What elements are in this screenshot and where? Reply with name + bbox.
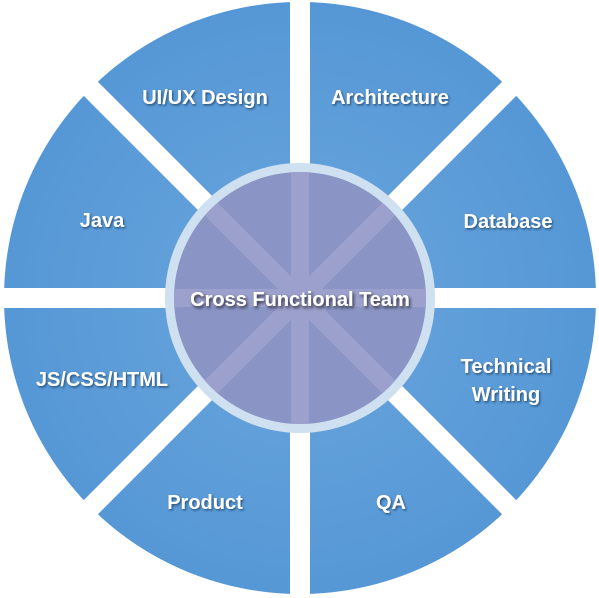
- center-hub: [165, 163, 435, 433]
- label-ui-ux-design: UI/UX Design: [142, 87, 268, 109]
- center-title: Cross Functional Team: [190, 289, 410, 311]
- label-database: Database: [464, 211, 553, 233]
- label-java: Java: [80, 210, 125, 232]
- label-architecture: Architecture: [331, 87, 449, 109]
- label-technical-writing-line2: Writing: [472, 384, 541, 406]
- segment-labels: Architecture Database Technical Writing …: [36, 87, 553, 514]
- label-technical-writing-line1: Technical: [461, 356, 552, 378]
- label-product: Product: [167, 492, 243, 514]
- label-js-css-html: JS/CSS/HTML: [36, 369, 168, 391]
- center-spokes: [174, 172, 426, 424]
- label-qa: QA: [376, 492, 406, 514]
